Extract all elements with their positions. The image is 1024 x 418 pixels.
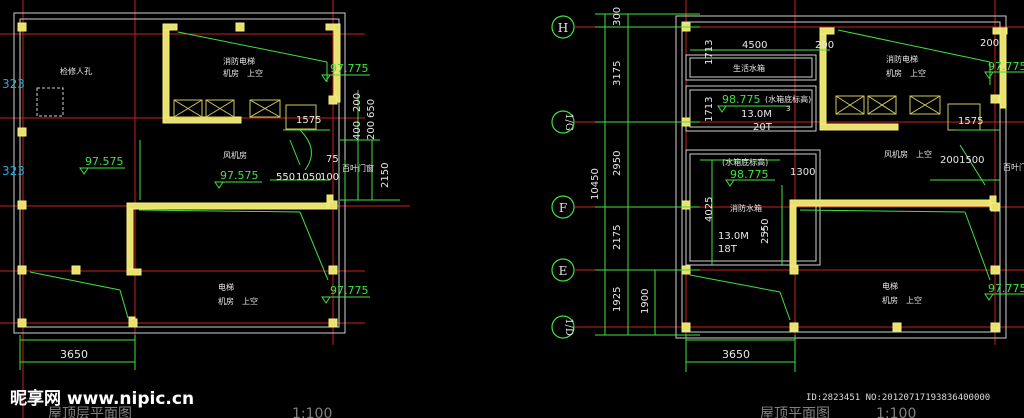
right-upper-note: (水箱底标高) [765,94,811,104]
left-plan [13,12,400,370]
right-vdim-2175: 2175 [612,225,623,250]
right-outer-walls [675,15,1007,339]
right-fan-room-label: 风机房 上空 [884,149,932,159]
left-shafts [173,99,317,130]
right-upper-elev: 98.775 [722,93,761,106]
left-fan-room-label: 风机房 [223,150,247,160]
left-dim-400: 400 [352,121,363,140]
right-upper-sup: 3 [786,105,790,113]
right-upper-volume: 13.0M [741,109,772,120]
right-dim-4025: 4025 [704,197,715,222]
right-vdim-total: 10450 [590,168,601,200]
left-elevator-label-2: 机房 上空 [218,296,258,306]
right-tank-outlines [685,54,821,266]
right-vdim-2950: 2950 [612,151,623,176]
right-yellow-walls [789,27,1008,271]
axis-label-1g: 1/G [563,113,574,131]
left-elev-fan: 97.575 [220,169,259,182]
right-louver-label: 百叶门窗 [1003,162,1024,172]
left-dim-75: 75 [326,154,339,165]
axis-bubbles [551,15,575,339]
right-dim-200b: 200 [980,38,999,49]
left-dim-100: 100 [320,172,339,183]
left-elevator-label: 电梯 [218,282,234,292]
right-fire-tank-label: 消防水箱 [730,203,762,213]
right-plan [551,13,1024,372]
right-dim-2550: 2550 [760,219,771,244]
right-dim-2001500: 2001500 [940,155,985,166]
right-fire-elevator-label: 消防电梯 [886,54,918,64]
right-lower-volume: 13.0M [718,231,749,242]
right-lower-note: (水箱底标高) [722,157,768,167]
left-green-lines [29,31,346,319]
hatch-label: 检修人孔 [60,66,92,76]
right-green-lines [689,29,991,321]
axis-label-f: F [559,201,567,215]
right-dim-200a: 200 [815,40,834,51]
left-dim-550: 550 [276,172,295,183]
right-plan-title: 屋顶平面图 [760,406,830,418]
axis-label-1d: 1/D [563,318,574,336]
right-upper-weight: 20T [753,122,773,133]
right-vdim-3175: 3175 [612,61,623,86]
right-domestic-tank-label: 生活水箱 [733,63,765,73]
watermark-site: 昵享网 www.nipic.cn [10,388,194,409]
left-elev-left: 97.575 [85,155,124,168]
left-fire-elevator-label: 消防电梯 [223,56,255,66]
left-louver-label: 百叶门窗 [342,163,374,173]
left-columns [17,22,338,328]
right-plan-scale: 1:100 [876,406,916,418]
left-dim-1050: 1050 [296,172,321,183]
right-elev-bottom: 97.775 [988,282,1024,295]
right-dim-1713b: 1713 [704,97,715,122]
left-dim-1575: 1575 [296,115,321,126]
left-dim-3650: 3650 [60,348,88,361]
right-lower-sup: 3 [761,227,765,235]
right-dim-1575: 1575 [958,116,983,127]
right-vdim-300: 300 [612,7,623,26]
left-elev-bottom: 97.775 [330,284,369,297]
right-fire-elevator-label-2: 机房 上空 [886,68,926,78]
left-dim-650: 650 [366,99,377,118]
left-mark-323-b: 323 [2,164,25,178]
right-elevator-label: 电梯 [882,281,898,291]
right-shafts [835,95,981,131]
left-plan-scale: 1:100 [292,406,332,418]
right-dimension-lines [595,13,1000,372]
right-dim-4500: 4500 [742,40,767,51]
left-elev-top: 97.775 [330,62,369,75]
left-door-swing [299,129,312,171]
right-vdim-1925: 1925 [612,287,623,312]
left-elevation-marks [79,74,370,304]
watermark-id: ID:2823451 NO:20120717193836400000 [806,393,990,403]
left-plan-title: 屋顶层平面图 [48,406,132,418]
right-lower-elev: 98.775 [730,168,769,181]
right-vdim-1900: 1900 [640,289,651,314]
left-dim-2150: 2150 [380,163,391,188]
left-dimension-lines [19,90,400,370]
right-dim-3650: 3650 [722,348,750,361]
axis-label-h: H [558,21,568,35]
right-lower-weight: 18T [718,244,738,255]
right-elevation-marks [717,71,1024,301]
hatch-outline [36,87,64,117]
left-fire-elevator-label-2: 机房 上空 [223,68,263,78]
left-mark-323-a: 323 [2,77,25,91]
right-dim-1300: 1300 [790,167,815,178]
right-elevator-label-2: 机房 上空 [882,295,922,305]
axis-label-e: E [559,264,568,278]
right-elev-top: 97.775 [988,60,1024,73]
right-dim-1713a: 1713 [704,40,715,65]
left-dim-200b: 200 [366,121,377,140]
left-dim-200a: 200 [352,93,363,112]
